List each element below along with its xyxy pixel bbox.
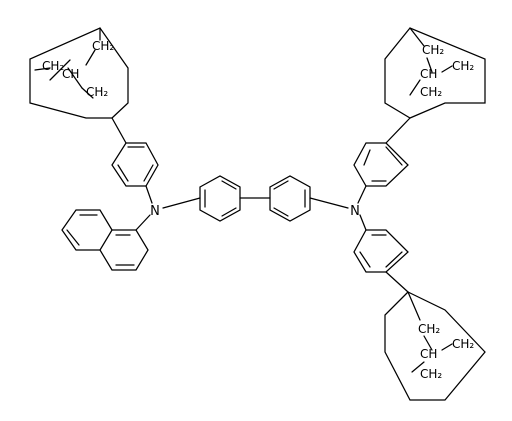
biphenyl-ring-left [199, 175, 241, 222]
adamantyl-top-left-ch2-a: CH₂ [92, 39, 114, 53]
aryl-ring-right-top [353, 142, 409, 187]
adamantyl-top-left [29, 27, 129, 119]
n-right-to-aryl-top [357, 185, 367, 204]
adamantyl-top-right-ch2-b: CH₂ [452, 59, 474, 73]
adamantyl-top-right [384, 27, 486, 119]
adamantyl-top-left-ch2-c: CH₂ [86, 85, 108, 99]
aryl-right-bottom-to-adamantyl [385, 271, 409, 293]
adamantyl-bottom-right-ch: CH [420, 347, 437, 361]
adamantyl-top-left-ch2-b: CH₂ [42, 59, 64, 73]
adamantyl-bottom-right-ch2-b: CH₂ [452, 337, 474, 351]
n-right-to-core [309, 197, 349, 209]
n-left-to-naphthyl [135, 214, 151, 231]
aryl-ring-left-top [111, 142, 159, 187]
nitrogen-right-label: N [350, 204, 360, 219]
adamantyl-bottom-right-ch2-c: CH₂ [420, 367, 442, 381]
aryl-left-to-adamantyl [111, 117, 127, 144]
aryl-ring-right-bottom [353, 229, 409, 273]
nitrogen-left-label: N [150, 204, 160, 219]
adamantyl-top-left-ch: CH [62, 67, 79, 81]
n-left-to-core [162, 197, 201, 209]
n-left-to-aryl [145, 185, 153, 204]
naphthyl-group [61, 209, 149, 271]
adamantyl-top-right-ch2-a: CH₂ [422, 43, 444, 57]
adamantyl-top-right-ch2-c: CH₂ [420, 85, 442, 99]
adamantyl-top-right-ch: CH [420, 67, 437, 81]
adamantyl-bottom-right-ch2-a: CH₂ [418, 322, 440, 336]
adamantyl-bottom-right [384, 291, 486, 401]
aryl-right-top-to-adamantyl [385, 117, 411, 144]
biphenyl-ring-right [269, 175, 311, 222]
n-right-to-aryl-bottom [359, 214, 367, 231]
